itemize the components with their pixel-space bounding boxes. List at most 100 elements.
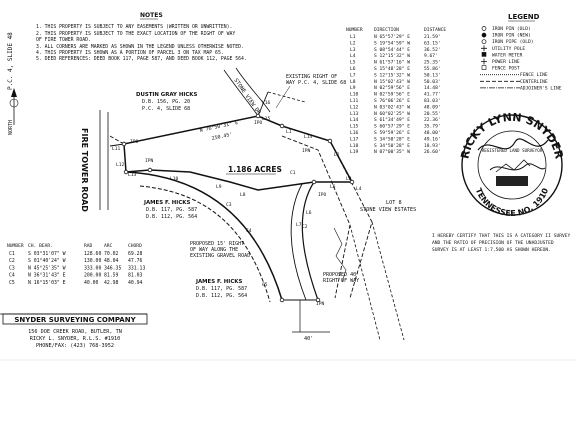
adjoiner-name: JAMES F. HICKS (143, 200, 190, 206)
circle-dot-icon (481, 39, 487, 45)
line-table-cell: 55.86' (424, 66, 441, 72)
line-label: L4 (356, 186, 362, 192)
curve-table-cell: 81.03 (128, 273, 143, 279)
legend-label: POWER LINE (492, 59, 520, 65)
line-table-cell: S 61°34'49" E (374, 117, 410, 123)
seal-stamp (496, 176, 528, 186)
circle-filled-icon (481, 32, 487, 38)
notes-block: NOTES 1. THIS PROPERTY IS SUBJECT TO ANY… (36, 12, 247, 62)
curve-table-cell: 40.00 (84, 280, 99, 286)
company-block: SNYDER SURVEYING COMPANY 156 DOE CREEK R… (0, 313, 148, 349)
line-label: L16 (262, 100, 271, 106)
curve-table-cell: 42.98 (104, 280, 119, 286)
sheet-reference: P.C. 4, SLIDE 48 NORTH (7, 32, 19, 135)
area-label: 1.186 ACRES (228, 165, 282, 174)
curve-table-header: ARC (104, 243, 113, 249)
iron-pin-icon (279, 123, 285, 129)
line-table-cell: N 65°57'29" E (374, 34, 410, 40)
curve-table-cell: 47.76 (128, 258, 143, 264)
line-table-cell: S 60°57'29" E (374, 124, 410, 130)
line-table-cell: L2 (350, 40, 356, 46)
line-table-header: DISTANCE (424, 27, 446, 33)
adjoiner-ref: D.B. 112, PG. 564 (196, 293, 247, 299)
signature-tail (489, 163, 546, 171)
company-name: SNYDER SURVEYING COMPANY (14, 316, 136, 324)
line-table-cell: S 34°50'28" E (374, 136, 410, 142)
curve-table-cell: 40.94 (128, 280, 143, 286)
line-table-cell: L19 (350, 149, 359, 155)
line-table-cell: S 12°15'32" W (374, 72, 410, 78)
pin-label: IPN (316, 301, 325, 307)
line-label: L1 (286, 129, 292, 135)
line-table-cell: N 15°02'43" W (374, 79, 410, 85)
circle-hollow-icon (481, 26, 487, 31)
certification-block: I HEREBY CERTIFY THAT THIS IS A CATEGORY… (432, 233, 571, 253)
legend-label: UTILITY POLE (492, 46, 525, 52)
line-table-cell: 83.03' (424, 98, 441, 104)
iron-pin-icon (255, 113, 261, 119)
curve-table-cell: C4 (9, 273, 15, 279)
existing-row-label: EXISTING RIGHT OF (286, 74, 337, 80)
line-table-cell: N 03°02'43" W (374, 104, 410, 110)
curve-table-cell: N 45°25'35" W (28, 265, 66, 271)
iron-pin-icon (121, 141, 127, 147)
line-table-header: NUMBER (346, 27, 363, 33)
adjoiner-ref: D.B. 112, PG. 564 (146, 214, 197, 220)
line-label: L9 (216, 184, 222, 190)
proposed-15-label: EXISTING GRAVEL ROAD (190, 253, 250, 259)
curve-table-cell: 48.04 (104, 258, 119, 264)
legend-label: IRON PIN (OLD) (492, 26, 531, 32)
curve-table-cell: 81.59 (104, 273, 119, 279)
note-line: 5. DEED REFERENCES: DEED BOOK 117, PAGE … (36, 56, 247, 62)
curve-label: C5 (262, 282, 268, 288)
curve-table-cell: C3 (9, 265, 15, 271)
legend-label: WATER METER (492, 52, 523, 58)
line-table-cell: L15 (350, 124, 359, 130)
pin-label: IPN (145, 158, 154, 164)
line-table-cell: 63.15' (424, 40, 441, 46)
iron-pin-icon (279, 297, 285, 303)
line-table-cell: S 08°54'44" E (374, 47, 410, 53)
line-table-cell: L18 (350, 143, 359, 149)
line-table-cell: 21.59' (424, 34, 441, 40)
adjoiner-name: DUSTIN GRAY HICKS (136, 92, 197, 98)
line-table-cell: L16 (350, 130, 359, 136)
line-label: L11 (112, 146, 121, 152)
line-table-cell: N 61°57'16" W (374, 60, 410, 66)
legend-label: ADJOINER'S LINE (520, 85, 562, 91)
line-label: L14 (304, 134, 313, 140)
line-label: L13 (128, 172, 137, 178)
line-table-cell: S 59°59'26" E (374, 130, 410, 136)
iron-pin-icon (327, 138, 333, 144)
curve-table-cell: 128.60 (84, 251, 101, 257)
signature (477, 138, 549, 151)
proposed-15-label: PROPOSED 15' RIGHT (190, 241, 244, 247)
curve-table-header: NUMBER (7, 243, 24, 249)
iron-pin-icon (349, 179, 355, 185)
pin-label: IPN (302, 148, 311, 154)
line-table-cell: S 19°54'59" W (374, 40, 410, 46)
curve-label: C1 (290, 170, 296, 176)
curve-table-cell: 346.35 (104, 265, 121, 271)
adjoiner-ref: D.B. 117, PG. 587 (146, 207, 197, 213)
curve-table-cell: N 36°31'43" E (28, 273, 66, 279)
company-surveyor: RICKY L. SNYDER, R.L.S. #1910 (30, 336, 121, 342)
curve-table-header: CH. BEAR. (28, 243, 53, 249)
line-label: L6 (306, 210, 312, 216)
line-table-cell: S 34°50'28" E (374, 143, 410, 149)
line-table-cell: N 60°02'25" W (374, 111, 410, 117)
curve-table-cell: C2 (9, 258, 15, 264)
adjoiner-ref: D.B. 117, PG. 587 (196, 286, 247, 292)
iron-pin-icon (147, 167, 153, 173)
lot-label: STONE VIEW ESTATES (360, 207, 416, 213)
line-table-cell: 14.48' (424, 85, 441, 91)
line-table-cell: L4 (350, 53, 356, 59)
curve-table-header: RAD (84, 243, 93, 249)
line-table-cell: N 07°00'35" W (374, 149, 410, 155)
line-table-cell: S 15°48'28" E (374, 66, 410, 72)
line-table-cell: L11 (350, 98, 359, 104)
line-table-cell: 18.93' (424, 143, 441, 149)
scale-40-label: 40' (304, 336, 313, 342)
